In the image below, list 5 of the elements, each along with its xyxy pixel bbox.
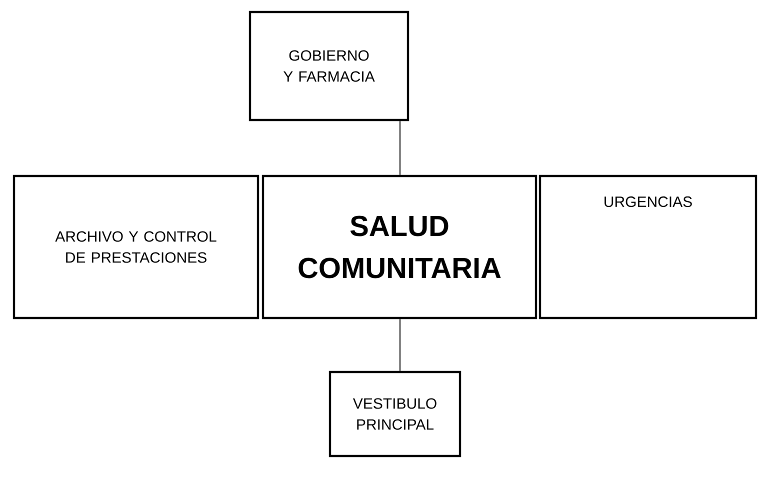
box: GOBIERNO Y FARMACIA [248, 10, 410, 122]
box: ARCHIVO Y CONTROL DE PRESTACIONES [12, 174, 260, 320]
box: SALUD COMUNITARIA [262, 174, 538, 320]
box: URGENCIAS [538, 174, 758, 320]
box: VESTIBULO PRINCIPAL [328, 370, 462, 458]
